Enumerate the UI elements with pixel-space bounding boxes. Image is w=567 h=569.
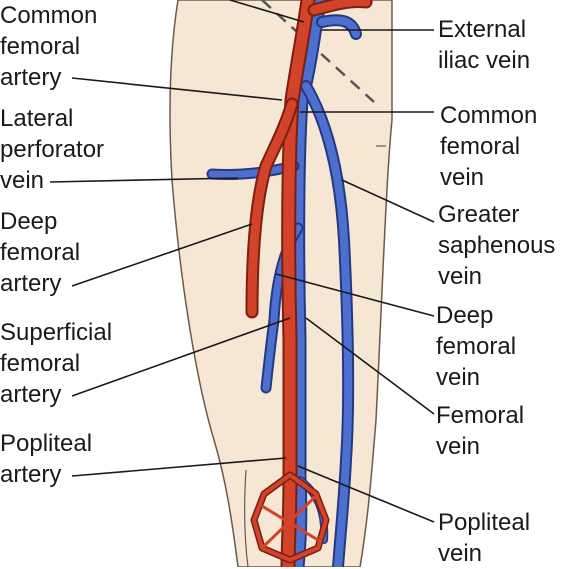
knee-contour xyxy=(244,469,249,567)
label-line: Popliteal xyxy=(438,509,531,536)
label-femoral-vein: Femoral vein xyxy=(436,400,524,462)
label-line: Popliteal xyxy=(0,430,93,457)
label-line: artery xyxy=(0,64,62,91)
label-superficial-femoral-artery: Superficial femoral artery xyxy=(0,317,112,410)
label-deep-femoral-vein: Deep femoral vein xyxy=(436,300,516,393)
label-lateral-perforator-vein: Lateral perforator vein xyxy=(0,103,104,196)
label-line: femoral xyxy=(0,239,81,266)
label-line: vein xyxy=(440,164,485,191)
leader-greater-saphenous-vein xyxy=(341,179,435,223)
greater-saphenous-vein-fill xyxy=(302,82,353,567)
leader-popliteal-artery xyxy=(71,457,287,477)
label-line: Lateral xyxy=(0,105,74,132)
deep-femoral-artery-fill xyxy=(247,99,297,317)
label-line: femoral xyxy=(440,133,521,160)
label-line: artery xyxy=(0,461,62,488)
label-popliteal-vein: Popliteal vein xyxy=(438,507,530,569)
label-line: saphenous xyxy=(438,232,556,259)
external-iliac-tributary-fill xyxy=(318,16,360,38)
genicular-artery-loop-fill xyxy=(252,473,328,562)
arteries xyxy=(245,0,373,567)
label-line: vein xyxy=(436,364,481,391)
label-line: vein xyxy=(436,433,481,460)
leader-popliteal-vein xyxy=(297,465,435,523)
iliac-artery-branch-fill xyxy=(309,0,371,15)
label-line: Deep xyxy=(436,302,494,329)
inguinal-ligament xyxy=(261,0,375,103)
leader-superficial-femoral-artery xyxy=(71,317,291,397)
leader-deep-femoral-artery xyxy=(71,223,253,287)
label-line: vein xyxy=(438,263,483,290)
label-deep-femoral-artery: Deep femoral artery xyxy=(0,206,80,299)
label-line: femoral xyxy=(0,33,81,60)
femoral-artery-trunk-fill xyxy=(282,0,314,567)
label-external-iliac-vein: External iliac vein xyxy=(438,14,530,76)
label-common-femoral-artery: Common femoral artery xyxy=(0,0,97,93)
label-line: Femoral xyxy=(436,402,525,429)
label-line: perforator xyxy=(0,136,105,163)
label-line: Deep xyxy=(0,208,58,235)
label-line: vein xyxy=(438,540,483,567)
label-line: Common xyxy=(440,102,538,129)
label-popliteal-artery: Popliteal artery xyxy=(0,428,92,490)
leader-lateral-perforator-vein xyxy=(49,177,239,183)
leader-lines xyxy=(49,0,435,523)
leader-deep-femoral-vein xyxy=(275,273,435,317)
leader-femoral-vein xyxy=(305,317,435,415)
femoral-vein-trunk-fill xyxy=(293,0,325,567)
label-line: femoral xyxy=(436,333,517,360)
label-line: artery xyxy=(0,381,62,408)
label-line: femoral xyxy=(0,350,81,377)
leader-common-femoral-artery xyxy=(71,77,283,101)
leader-top-artery xyxy=(229,0,305,23)
label-line: Common xyxy=(0,2,98,29)
label-line: vein xyxy=(0,167,45,194)
genicular-artery-cross xyxy=(260,492,320,550)
label-common-femoral-vein: Common femoral vein xyxy=(440,100,537,193)
label-line: artery xyxy=(0,270,62,297)
label-greater-saphenous-vein: Greater saphenous vein xyxy=(438,199,555,292)
label-line: Superficial xyxy=(0,319,113,346)
label-line: External xyxy=(438,16,527,43)
label-line: iliac vein xyxy=(438,47,531,74)
label-line: Greater xyxy=(438,201,520,228)
